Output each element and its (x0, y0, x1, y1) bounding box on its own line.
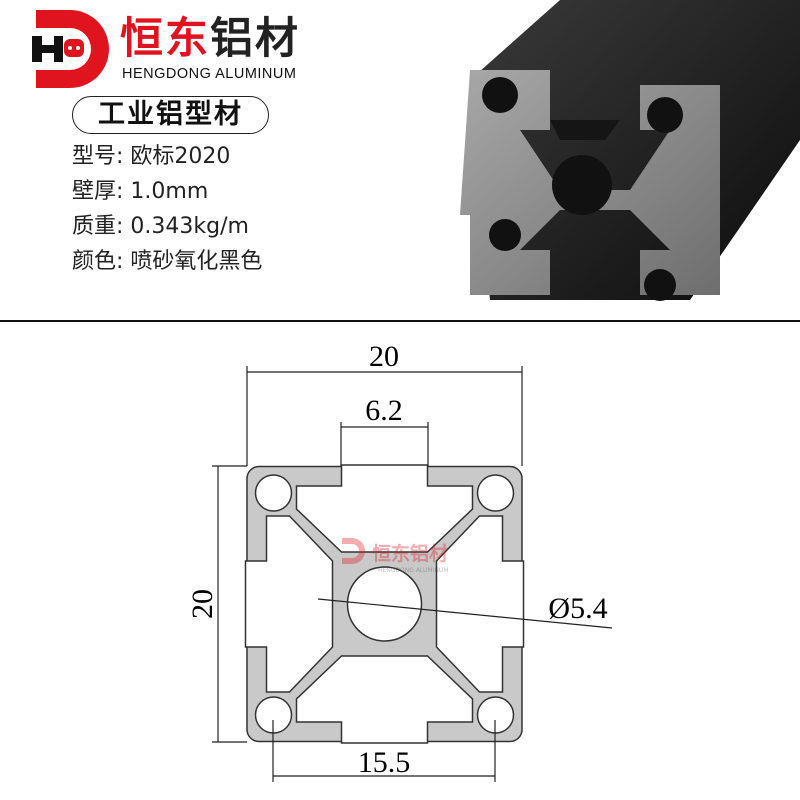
spec-thickness: 壁厚: 1.0mm (72, 179, 209, 204)
profile-drawing: 20 6.2 20 15.5 Ø5.4 恒东铝材 HENGDONG ALUMIN… (186, 340, 613, 782)
brand-name-red: 恒东 (120, 14, 210, 64)
dim-center-hole: Ø5.4 (548, 592, 607, 625)
dim-height: 20 (186, 589, 219, 619)
brand-name-black: 铝材 (210, 14, 300, 64)
spec-model: 型号: 欧标2020 (72, 144, 231, 169)
svg-text:恒东铝材: 恒东铝材 (372, 542, 448, 565)
dim-width: 20 (369, 340, 399, 373)
spec-weight: 质重: 0.343kg/m (72, 214, 249, 239)
product-render (460, 0, 800, 301)
dim-hole-spacing: 15.5 (358, 746, 411, 779)
section-divider (0, 320, 800, 322)
brand-name-en: HENGDONG ALUMINUM (122, 66, 297, 82)
profile-cross-section (244, 464, 525, 744)
dim-slot: 6.2 (365, 394, 403, 427)
brand-name: 恒东铝材 (120, 14, 300, 64)
brand-logo (32, 10, 109, 88)
category-badge: 工业铝型材 (72, 96, 269, 134)
spec-color: 颜色: 喷砂氧化黑色 (72, 249, 263, 274)
svg-text:HENGDONG ALUMINUM: HENGDONG ALUMINUM (378, 567, 448, 574)
watermark: 恒东铝材 HENGDONG ALUMINUM (342, 538, 448, 574)
